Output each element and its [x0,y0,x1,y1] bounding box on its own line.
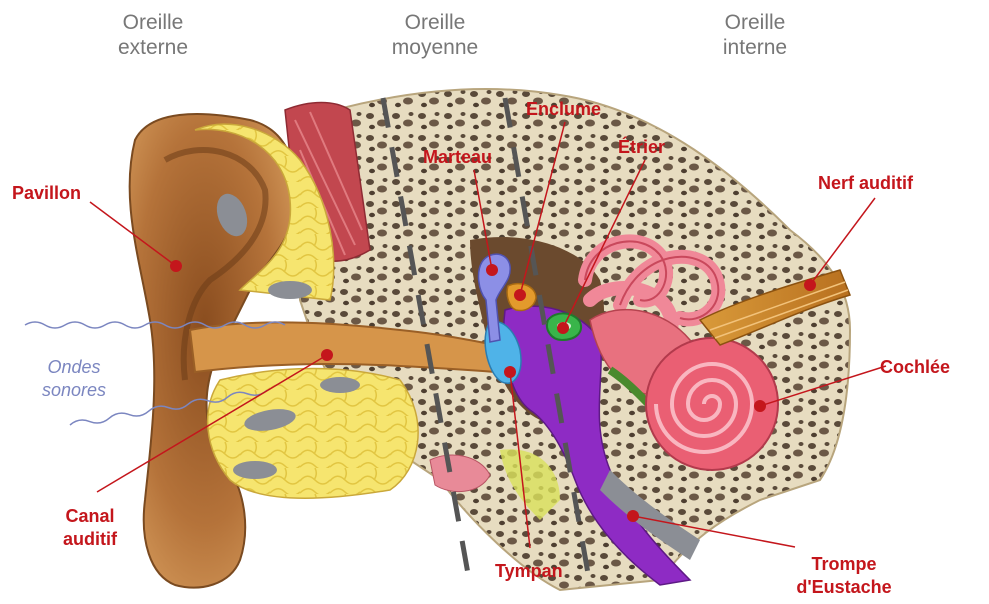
region-outer-line2: externe [88,35,218,60]
label-pavillon-text: Pavillon [12,182,81,205]
label-cochlee-text: Cochlée [880,356,950,379]
dot-cochlee [754,400,766,412]
region-middle-line2: moyenne [370,35,500,60]
label-etrier-text: Étrier [618,136,665,159]
label-tympan: Tympan [495,560,563,583]
label-nerf-text: Nerf auditif [818,172,913,195]
label-marteau: Marteau [423,146,492,169]
label-trompe-line2: d'Eustache [774,576,914,599]
region-inner-line2: interne [690,35,820,60]
region-middle-line1: Oreille [370,10,500,35]
region-inner-ear: Oreille interne [690,10,820,60]
sound-waves-line1: Ondes [24,356,124,379]
label-canal-auditif: Canal auditif [30,505,150,551]
sound-waves-label: Ondes sonores [24,356,124,402]
dot-tympan [504,366,516,378]
label-enclume-text: Enclume [526,98,601,121]
region-outer-ear: Oreille externe [88,10,218,60]
label-marteau-text: Marteau [423,146,492,169]
label-etrier: Étrier [618,136,665,159]
label-pavillon: Pavillon [12,182,81,205]
label-trompe-eustache: Trompe d'Eustache [774,553,914,599]
region-outer-line1: Oreille [88,10,218,35]
dot-nerf [804,279,816,291]
label-enclume: Enclume [526,98,601,121]
region-middle-ear: Oreille moyenne [370,10,500,60]
soft-tissue-lower [208,368,418,498]
label-trompe-line1: Trompe [774,553,914,576]
label-tympan-text: Tympan [495,560,563,583]
label-canal-line1: Canal [30,505,150,528]
dot-etrier [557,322,569,334]
dot-canal [321,349,333,361]
dot-trompe [627,510,639,522]
label-canal-line2: auditif [30,528,150,551]
label-nerf-auditif: Nerf auditif [818,172,913,195]
sound-waves-line2: sonores [24,379,124,402]
region-inner-line1: Oreille [690,10,820,35]
dot-pavillon [170,260,182,272]
dot-enclume [514,289,526,301]
label-cochlee: Cochlée [880,356,950,379]
leader-nerf [810,198,875,285]
dot-marteau [486,264,498,276]
